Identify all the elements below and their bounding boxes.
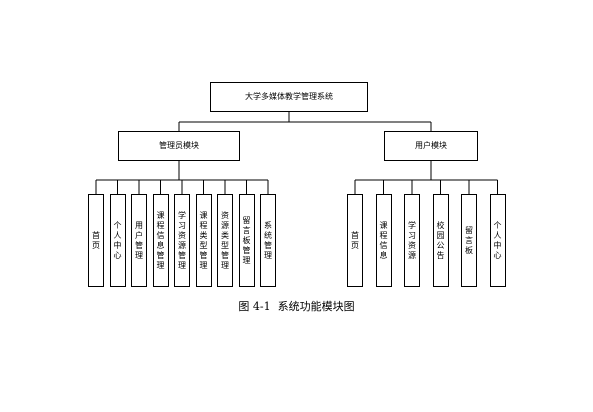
admin-submodule-label: 课程信息管理 [156, 210, 165, 270]
user-submodule-1: 课程信息 [375, 194, 392, 287]
root-node: 大学多媒体教学管理系统 [210, 82, 368, 112]
user-submodule-label: 学习资源 [408, 220, 416, 260]
user-submodule-2: 学习资源 [404, 194, 420, 287]
user-submodule-3: 校园公告 [432, 194, 449, 287]
admin-submodule-label: 课程类型管理 [199, 210, 208, 270]
user-submodule-label: 课程信息 [379, 220, 388, 260]
user-module-node: 用户模块 [384, 131, 478, 161]
user-submodule-label: 个人中心 [493, 220, 502, 260]
admin-submodule-2: 用户管理 [131, 194, 147, 287]
admin-module-node: 管理员模块 [118, 131, 240, 161]
user-submodule-label: 校园公告 [436, 220, 445, 260]
admin-submodule-5: 课程类型管理 [195, 194, 212, 287]
admin-module-label: 管理员模块 [159, 141, 199, 150]
admin-submodule-label: 资源类型管理 [221, 210, 229, 270]
admin-submodule-1: 个人中心 [109, 194, 126, 287]
user-submodule-label: 首页 [351, 230, 359, 250]
admin-submodule-label: 个人中心 [113, 220, 122, 260]
user-submodule-0: 首页 [347, 194, 363, 287]
admin-submodule-8: 系统管理 [260, 194, 276, 287]
figure-caption: 图 4-1 系统功能模块图 [238, 300, 355, 313]
admin-submodule-label: 用户管理 [135, 220, 143, 260]
user-submodule-label: 留言板 [465, 225, 473, 255]
admin-submodule-4: 学习资源管理 [174, 194, 190, 287]
admin-submodule-label: 系统管理 [264, 220, 272, 260]
user-submodule-5: 个人中心 [489, 194, 506, 287]
admin-submodule-6: 资源类型管理 [217, 194, 233, 287]
admin-submodule-label: 首页 [92, 230, 100, 250]
admin-submodule-3: 课程信息管理 [152, 194, 169, 287]
admin-submodule-label: 学习资源管理 [178, 210, 186, 270]
admin-submodule-7: 留言板管理 [238, 194, 255, 287]
admin-submodule-0: 首页 [88, 194, 104, 287]
admin-submodule-label: 留言板管理 [242, 215, 251, 265]
user-module-label: 用户模块 [415, 141, 447, 150]
root-node-label: 大学多媒体教学管理系统 [245, 92, 333, 101]
user-submodule-4: 留言板 [461, 194, 477, 287]
